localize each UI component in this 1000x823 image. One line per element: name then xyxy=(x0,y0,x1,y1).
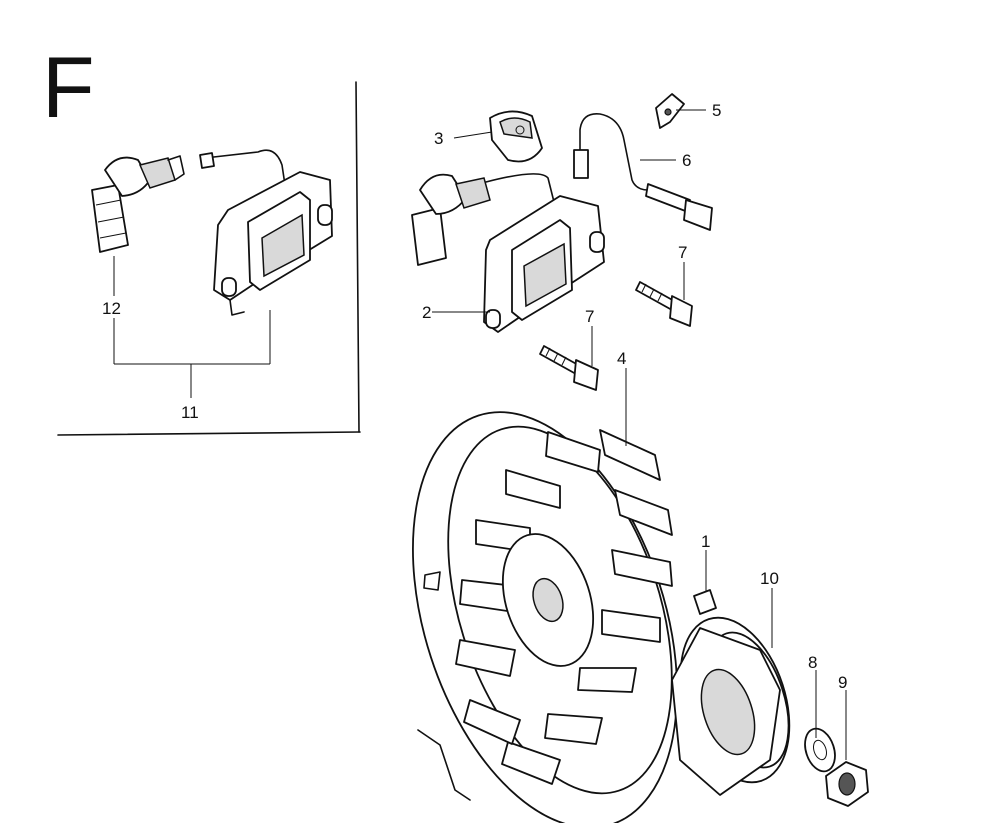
callout-11: 11 xyxy=(181,403,199,422)
wire-clip xyxy=(655,93,685,129)
callout-1: 1 xyxy=(701,532,710,551)
callout-7a: 7 xyxy=(678,243,687,262)
callout-5: 5 xyxy=(712,101,721,120)
callout-7b: 7 xyxy=(585,307,594,326)
callout-12: 12 xyxy=(102,299,121,318)
leader-lines xyxy=(432,109,847,760)
washer xyxy=(804,727,836,773)
callout-6: 6 xyxy=(682,151,691,170)
inset-ignition-coil xyxy=(199,149,333,316)
coil-bolt-right xyxy=(635,281,693,327)
coil-cover xyxy=(489,110,543,163)
callout-4: 4 xyxy=(617,349,626,368)
callout-8: 8 xyxy=(808,653,817,672)
starter-pulley xyxy=(671,616,791,796)
woodruff-key xyxy=(693,589,717,615)
callout-9: 9 xyxy=(838,673,847,692)
callout-3: 3 xyxy=(434,129,443,148)
section-letter: F xyxy=(42,40,95,136)
flywheel xyxy=(412,411,678,823)
inset-leader-lines xyxy=(113,256,271,398)
callout-2: 2 xyxy=(422,303,431,322)
coil-bolt-left xyxy=(539,345,599,391)
callout-labels: 1 2 3 4 5 6 7 7 8 9 10 11 12 xyxy=(102,101,847,692)
ignition-coil xyxy=(411,173,605,333)
inset-frame xyxy=(57,81,361,436)
stop-switch-wire xyxy=(573,113,713,231)
callout-10: 10 xyxy=(760,569,779,588)
flywheel-nut xyxy=(825,761,869,807)
inset-plug-cap xyxy=(91,155,185,253)
